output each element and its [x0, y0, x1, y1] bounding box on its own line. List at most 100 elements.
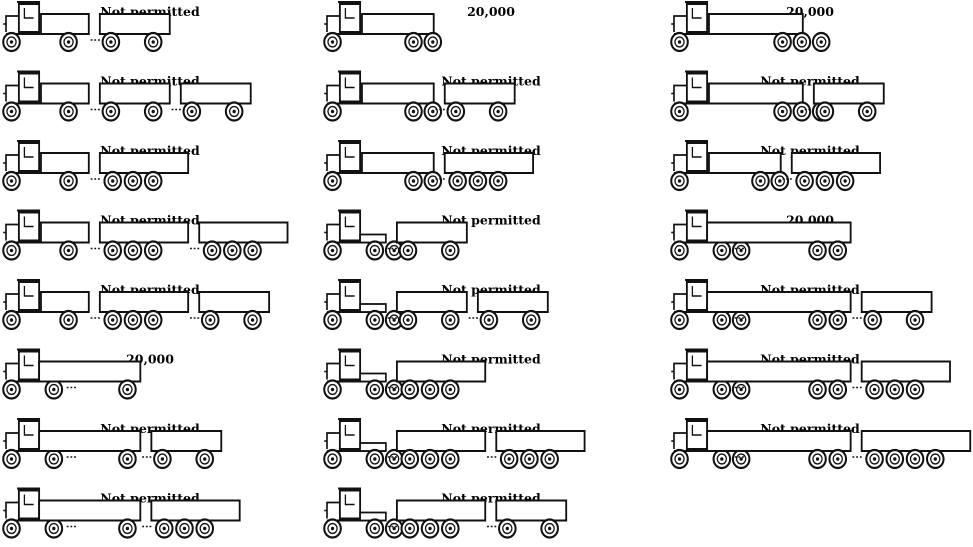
wheel: [104, 242, 121, 260]
wheel: [367, 520, 384, 538]
wheel: [402, 450, 419, 468]
wheel: [400, 242, 417, 260]
hood: [674, 16, 687, 32]
cargo-bed: [362, 153, 434, 173]
trailer-body: [397, 362, 485, 382]
hood: [327, 364, 340, 380]
wheel: [521, 450, 538, 468]
wheel: [671, 242, 688, 260]
wheel: [3, 103, 20, 121]
hood: [327, 86, 340, 102]
hood: [6, 16, 19, 32]
wheel: [809, 311, 826, 329]
wheel: [809, 381, 826, 399]
wheel: [907, 381, 924, 399]
wheel: [837, 172, 854, 190]
semi-trailer: [39, 501, 140, 521]
wheel: [813, 33, 830, 51]
wheel: [425, 172, 442, 190]
hood: [6, 364, 19, 380]
trailer-body: [199, 223, 287, 243]
wheel: [501, 450, 518, 468]
wheel: [386, 450, 403, 468]
wheel: [422, 520, 439, 538]
trailer-body: [100, 84, 170, 104]
wheel: [60, 33, 77, 51]
wheel: [490, 103, 507, 121]
hood: [674, 86, 687, 102]
semi-trailer: [39, 431, 140, 451]
wheel: [772, 172, 789, 190]
wheel: [442, 381, 459, 399]
cargo-bed: [41, 153, 89, 173]
wheel: [3, 172, 20, 190]
wheel: [541, 520, 558, 538]
wheel: [866, 381, 883, 399]
wheel: [671, 381, 688, 399]
trailer-body: [862, 431, 971, 451]
hood: [327, 294, 340, 310]
wheel: [104, 172, 121, 190]
vehicle-combination: Not permitted: [3, 280, 269, 329]
wheel: [829, 381, 846, 399]
wheel: [442, 242, 459, 260]
trailer-body: [397, 501, 485, 521]
trailer-body: [100, 292, 188, 312]
wheel: [60, 172, 77, 190]
wheel: [671, 450, 688, 468]
trailer-body: [445, 84, 515, 104]
wheel: [402, 381, 419, 399]
wheel: [145, 172, 162, 190]
hood: [674, 364, 687, 380]
vehicle-combination: 20,000: [671, 2, 834, 51]
trailer-body: [397, 223, 467, 243]
vehicle-combination: Not permitted: [3, 211, 287, 260]
wheel: [449, 172, 466, 190]
hood: [327, 155, 340, 171]
semi-trailer: [707, 223, 851, 243]
wheel: [125, 311, 142, 329]
wheel: [817, 172, 834, 190]
wheel: [46, 520, 63, 538]
hood: [6, 503, 19, 519]
wheel: [324, 33, 341, 51]
wheel: [196, 450, 213, 468]
wheel: [103, 33, 120, 51]
wheel: [324, 172, 341, 190]
wheel: [405, 33, 422, 51]
hood: [674, 155, 687, 171]
wheel: [829, 242, 846, 260]
wheel: [104, 311, 121, 329]
wheel: [3, 450, 20, 468]
wheel: [927, 450, 944, 468]
wheel: [448, 103, 465, 121]
hood: [6, 155, 19, 171]
wheel: [226, 103, 243, 121]
wheel: [405, 172, 422, 190]
vehicle-combination: Not permitted: [671, 350, 950, 399]
wheel: [405, 103, 422, 121]
wheel: [671, 311, 688, 329]
vehicle-combination: Not permitted: [3, 419, 221, 468]
wheel: [752, 172, 769, 190]
wheel: [774, 33, 791, 51]
cargo-bed: [41, 223, 89, 243]
wheel: [400, 311, 417, 329]
wheel: [864, 311, 881, 329]
wheel: [156, 520, 173, 538]
wheel: [3, 520, 20, 538]
cargo-bed: [709, 153, 781, 173]
trailer-body: [199, 292, 269, 312]
wheel: [714, 311, 731, 329]
hood: [327, 433, 340, 449]
trailer-body: [181, 84, 251, 104]
vehicle-combination: Not permitted: [3, 72, 250, 121]
wheel: [224, 242, 241, 260]
trailer-body: [397, 431, 485, 451]
hood: [674, 225, 687, 241]
vehicle-combination: Not permitted: [324, 141, 541, 190]
wheel: [809, 450, 826, 468]
hood: [674, 433, 687, 449]
vehicle-combination: Not permitted: [324, 489, 566, 538]
